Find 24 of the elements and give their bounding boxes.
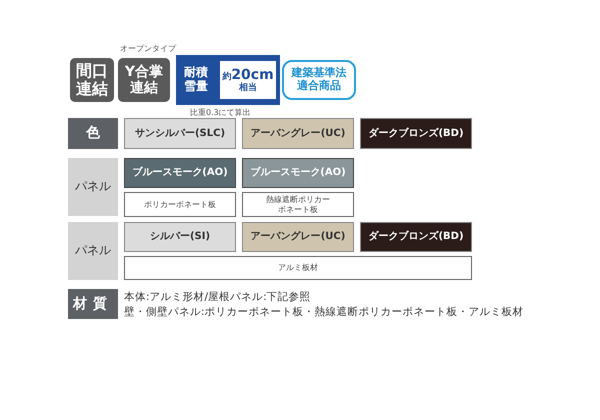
spec-text: 本体:アルミ形材/屋根パネル:下記参照 (124, 290, 311, 304)
row-header: 材質 (68, 289, 118, 319)
color-swatch: サンシルバー(SLC) (124, 118, 236, 149)
snow-load-badge: 耐積雪量 約20cm相当 (176, 55, 280, 105)
color-swatch: ブルースモーク(AO) (242, 158, 354, 188)
color-swatch: シルバー(SI) (124, 222, 236, 252)
material-cell: ポリカーボネート板 (124, 192, 236, 217)
note-text: オープンタイプ (120, 43, 176, 54)
note-text: 比重0.3にて算出 (190, 107, 251, 118)
color-swatch: ダークブロンズ(BD) (360, 118, 472, 149)
row-header: パネル (68, 158, 118, 216)
color-swatch: ダークブロンズ(BD) (360, 222, 472, 252)
color-swatch: アーバングレー(UC) (242, 222, 354, 252)
tag-badge: Y合掌連結 (118, 58, 170, 102)
certification-badge: 建築基準法適合商品 (282, 60, 356, 100)
material-cell: アルミ板材 (124, 256, 472, 280)
snow-load-value: 約20cm相当 (220, 61, 276, 99)
tag-badge: 間口連結 (70, 58, 114, 102)
material-cell: 熱線遮断ポリカーボネート板 (242, 192, 354, 217)
row-header: 色 (68, 118, 118, 149)
spec-text: 壁・側壁パネル:ポリカーボネート板・熱線遮断ポリカーボネート板・アルミ板材 (124, 305, 524, 319)
color-swatch: アーバングレー(UC) (242, 118, 354, 149)
row-header: パネル (68, 222, 118, 280)
color-swatch: ブルースモーク(AO) (124, 158, 236, 188)
